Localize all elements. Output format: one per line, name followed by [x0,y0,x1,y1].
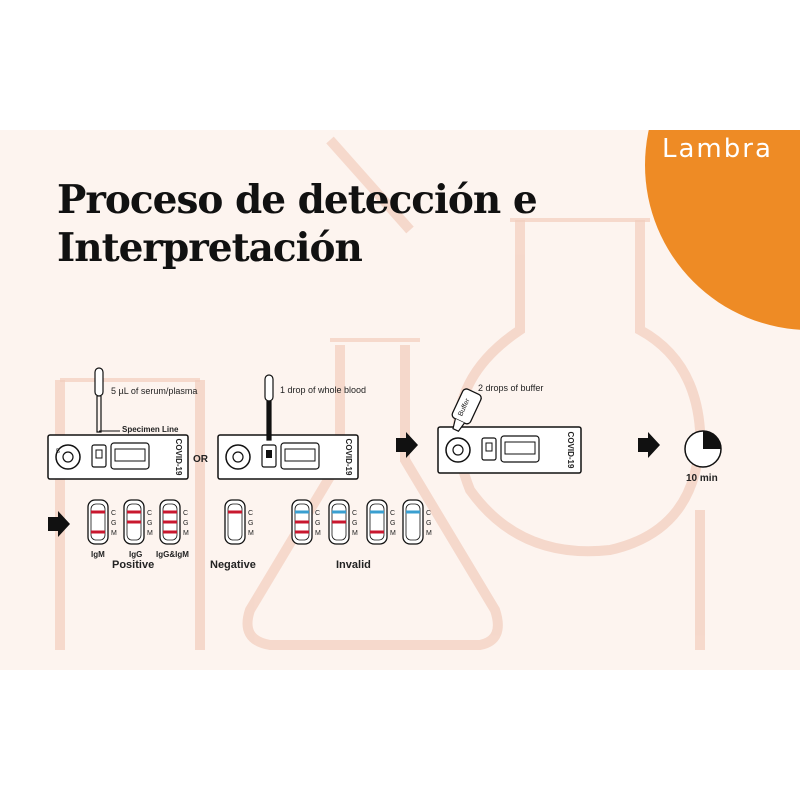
line-letter-label: C [111,510,116,517]
line-letter-label: G [147,520,152,527]
cassette-serum: COVID-19 B [47,434,189,480]
test-line [163,530,177,534]
test-line [91,510,105,514]
test-line [127,520,141,524]
result-strip: CGM [224,499,254,545]
timer-icon [684,430,722,468]
test-line [228,510,242,514]
line-letter-label: G [183,520,188,527]
test-line [370,530,384,534]
iggigm-label: IgG&IgM [156,550,189,559]
cassette-buffer: COVID-19 [437,426,582,474]
test-line [163,510,177,514]
serum-volume-label: 5 µL of serum/plasma [111,386,197,396]
line-letter-label: G [315,520,320,527]
line-letter-label: G [390,520,395,527]
line-letter-label: M [315,530,321,537]
line-letter-label: C [315,510,320,517]
test-line [295,520,309,524]
test-line [163,520,177,524]
line-letter-label: G [111,520,116,527]
positive-label: Positive [112,559,154,571]
line-letter-label: M [147,530,153,537]
test-line [332,510,346,514]
result-strip: CGM [87,499,117,545]
arrow-right-icon [48,511,70,537]
pipette-icon [94,367,104,433]
line-letter-label: C [352,510,357,517]
line-letter-label: M [111,530,117,537]
line-letter-label: M [390,530,396,537]
page-title-line-1: Proceso de detección e [57,177,538,223]
test-line [91,530,105,534]
specimen-line-label: Specimen Line [122,425,179,434]
line-letter-label: M [183,530,189,537]
pipette-icon [264,374,274,441]
cassette-label: COVID-19 [174,439,183,476]
invalid-label: Invalid [336,559,371,571]
line-letter-label: C [248,510,253,517]
result-strip: CGM [159,499,189,545]
page-title-line-2: Interpretación [57,225,363,271]
or-label: OR [193,454,209,465]
content-panel: Lambra Proceso de detección e Interpreta… [0,130,800,670]
arrow-right-icon [396,432,418,458]
igm-label: IgM [91,550,105,559]
line-letter-label: G [426,520,431,527]
line-letter-label: C [147,510,152,517]
test-line [295,530,309,534]
cassette-label: COVID-19 [344,439,353,476]
result-strip: CGM [123,499,153,545]
result-strip: CGM [291,499,321,545]
blood-drop-label: 1 drop of whole blood [280,385,366,395]
buffer-drops-label: 2 drops of buffer [478,383,543,393]
timer-label: 10 min [686,473,718,484]
brand-logo-text: Lambra [662,134,773,164]
negative-label: Negative [210,559,256,571]
line-letter-label: G [352,520,357,527]
line-letter-label: C [426,510,431,517]
test-line [370,510,384,514]
line-letter-label: M [426,530,432,537]
test-line [295,510,309,514]
arrow-right-icon [638,432,660,458]
line-letter-label: C [390,510,395,517]
result-strip: CGM [402,499,432,545]
well-b-label: B [56,449,60,455]
result-strip: CGM [328,499,358,545]
line-letter-label: M [248,530,254,537]
test-line [406,510,420,514]
igg-label: IgG [129,550,142,559]
test-line [332,520,346,524]
buffer-bottle-icon: Buffer [451,388,482,432]
page-title: Proceso de detección e Interpretación [57,176,617,272]
cassette-blood: COVID-19 [217,434,359,480]
result-strip: CGM [366,499,396,545]
test-line [127,510,141,514]
line-letter-label: G [248,520,253,527]
line-letter-label: M [352,530,358,537]
cassette-label: COVID-19 [566,432,575,469]
line-letter-label: C [183,510,188,517]
